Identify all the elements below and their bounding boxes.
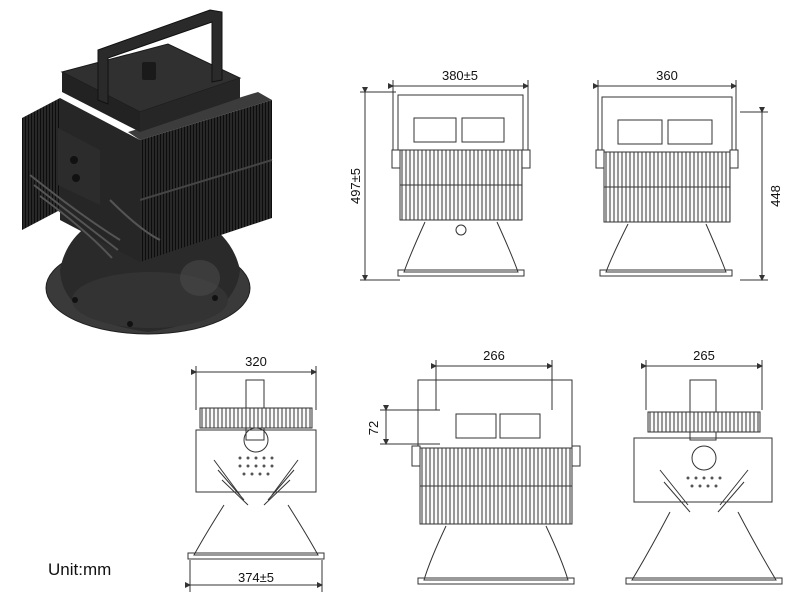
dim-side-bottom-width: 265 xyxy=(693,348,715,363)
dim-rear-top-width: 320 xyxy=(245,354,267,369)
front-view-top: 380±5 497±5 xyxy=(348,68,531,281)
dim-bracket-width: 266 xyxy=(483,348,505,363)
bracket-view: 266 72 xyxy=(366,348,581,585)
dim-rear-bottom-width: 374±5 xyxy=(238,570,274,585)
rear-view: 320 374±5 xyxy=(185,354,325,592)
dim-front-width: 380±5 xyxy=(442,68,478,83)
dim-bracket-offset: 72 xyxy=(366,421,381,435)
side-view-bottom: 265 xyxy=(625,348,783,585)
dim-side-height: 448 xyxy=(768,185,783,207)
dim-front-height: 497±5 xyxy=(348,168,363,204)
lamp-3d-render xyxy=(22,9,273,335)
unit-label: Unit:mm xyxy=(48,560,112,579)
dim-side-width: 360 xyxy=(656,68,678,83)
side-view-top: 360 448 xyxy=(593,68,783,281)
